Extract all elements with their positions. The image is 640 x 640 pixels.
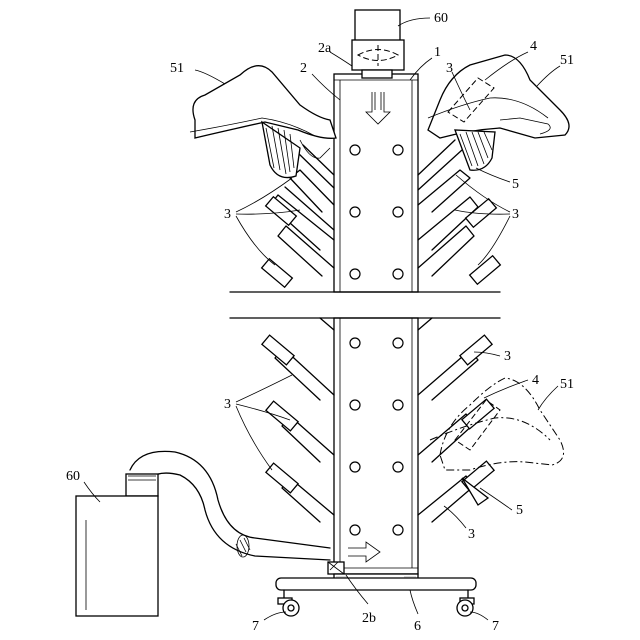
shoe-lower-right-phantom: [430, 378, 564, 505]
shoe-upper-left: [190, 66, 336, 178]
label-shoe-lower: 51: [560, 377, 574, 392]
label-inlet-bottom: 2b: [362, 611, 376, 626]
label-tube-lower: 4: [532, 373, 539, 388]
label-left-pipes-lower: 3: [224, 397, 231, 412]
label-lowest-pipe: 3: [468, 527, 475, 542]
label-right-pipes-upper: 3: [512, 207, 519, 222]
label-nozzle-upper: 5: [512, 177, 519, 192]
left-pipes-lower: [262, 318, 334, 522]
label-hose-top: 3: [446, 61, 453, 76]
label-fan-top: 60: [434, 11, 448, 26]
central-column-lower: [334, 318, 418, 574]
label-shoe-right: 51: [560, 53, 574, 68]
break-lines: [230, 292, 500, 318]
label-tube-top: 4: [530, 39, 537, 54]
central-column-upper: [334, 74, 418, 292]
label-right-pipes-lower: 3: [504, 349, 511, 364]
right-pipes-lower: [418, 318, 494, 522]
label-column: 1: [434, 45, 441, 60]
label-shoe-left: 51: [170, 61, 184, 76]
label-duct: 2: [300, 61, 307, 76]
label-caster-right: 7: [492, 619, 499, 634]
label-base: 6: [414, 619, 421, 634]
label-fan-left: 60: [66, 469, 80, 484]
label-caster-left: 7: [252, 619, 259, 634]
caster-left: [278, 598, 299, 616]
caster-right: [457, 598, 474, 616]
label-left-pipes-upper: 3: [224, 207, 231, 222]
side-fan: [76, 474, 158, 616]
label-nozzle-lower: 5: [516, 503, 523, 518]
label-inlet-top: 2a: [318, 41, 332, 56]
